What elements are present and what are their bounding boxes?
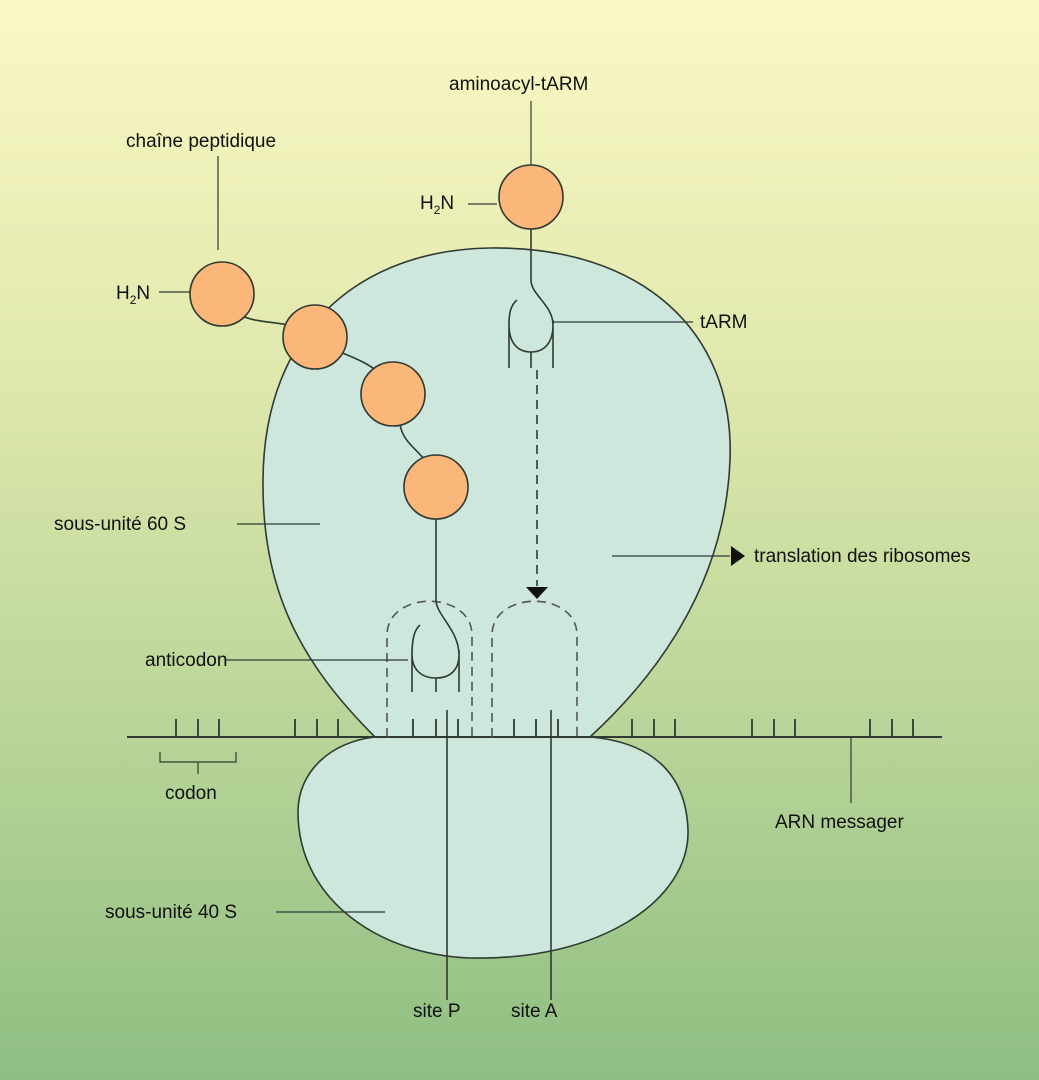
amino-acid-2 <box>282 304 348 370</box>
label-site-p: site P <box>413 1001 461 1022</box>
amino-acid-incoming <box>498 164 564 230</box>
label-h2n-chain: H2N <box>116 283 151 307</box>
translation-arrow-icon <box>731 546 745 566</box>
label-aminoacyl-trna: aminoacyl-tARM <box>449 74 589 95</box>
site-p-outline <box>386 600 473 737</box>
label-site-a: site A <box>511 1001 558 1022</box>
label-trna: tARM <box>700 312 748 333</box>
trna-p-site <box>411 519 460 692</box>
amino-acid-4 <box>403 454 469 520</box>
amino-acids <box>189 164 564 520</box>
label-codon: codon <box>165 783 217 804</box>
trna-incoming <box>508 229 554 368</box>
site-a-outline <box>491 600 578 737</box>
amino-acid-1 <box>189 261 255 327</box>
amino-acid-3 <box>360 361 426 427</box>
label-peptide-chain: chaîne peptidique <box>126 131 277 152</box>
arrow-head <box>526 587 548 599</box>
leader-lines <box>159 101 852 913</box>
label-anticodon: anticodon <box>145 650 228 671</box>
label-mrna: ARN messager <box>775 812 904 833</box>
label-translation: translation des ribosomes <box>754 546 971 567</box>
label-subunit-60s: sous-unité 60 S <box>54 514 187 535</box>
label-h2n-aminoacyl: H2N <box>420 193 455 217</box>
subunit-40s <box>297 736 689 959</box>
codon-ticks <box>175 719 914 737</box>
label-subunit-40s: sous-unité 40 S <box>105 902 238 923</box>
